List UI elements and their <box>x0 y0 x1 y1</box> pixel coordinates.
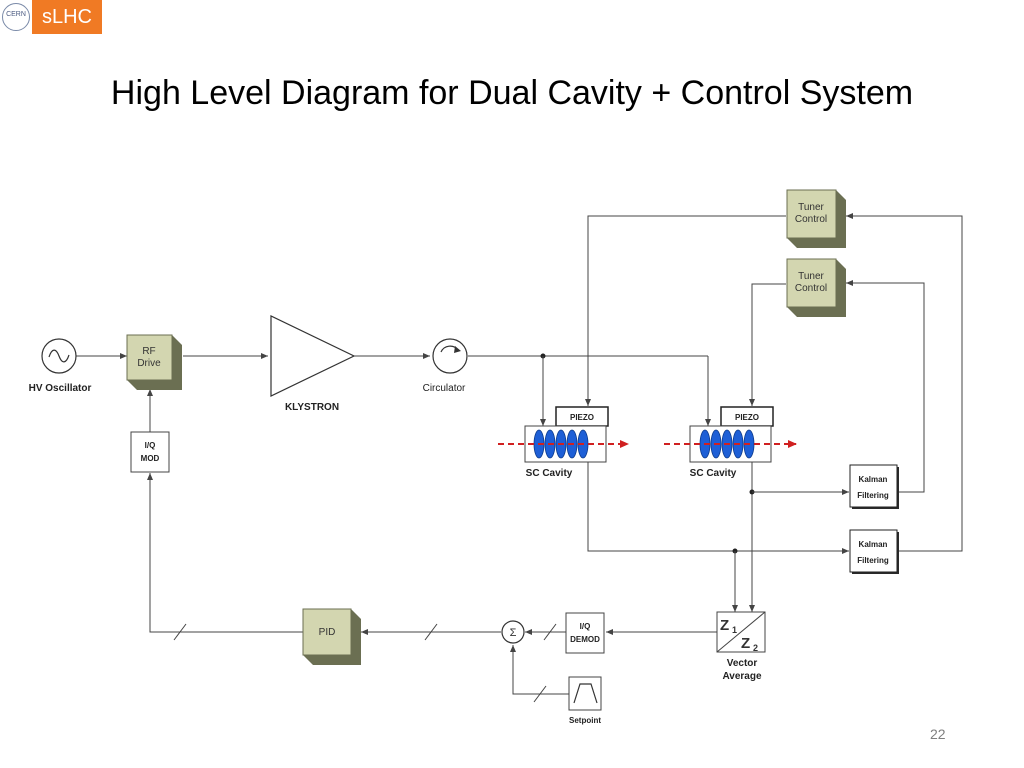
cern-logo-icon <box>2 3 30 31</box>
sine-wave-icon <box>48 349 70 363</box>
summing-junction: Σ <box>501 620 525 644</box>
circulator-label: Circulator <box>423 383 466 394</box>
tuner-control-2-label-1: Tuner <box>798 271 824 282</box>
z2-subscript: 2 <box>753 643 758 653</box>
klystron-label: KLYSTRON <box>285 402 339 413</box>
circulator: Circulator <box>423 338 468 394</box>
vector-average-label-2: Average <box>722 671 762 682</box>
hv-oscillator-label: HV Oscillator <box>29 383 92 394</box>
kalman-1-label-1: Kalman <box>859 475 888 484</box>
iq-mod-block: I/Q MOD <box>130 431 170 473</box>
cern-logo-text: CERN <box>6 11 26 18</box>
kalman-2-label-2: Filtering <box>857 556 889 565</box>
tuner-control-1-label-2: Control <box>795 214 827 225</box>
iq-mod-label-2: MOD <box>141 454 160 463</box>
setpoint-block: Setpoint <box>568 676 602 725</box>
vector-average-label-1: Vector <box>727 658 758 669</box>
slhc-logo: sLHC <box>32 0 102 34</box>
tuner-control-1-block: Tuner Control <box>786 189 846 248</box>
tuner-control-2-label-2: Control <box>795 283 827 294</box>
sc-cavity-1: PIEZO SC Cavity <box>498 406 629 479</box>
hv-oscillator: HV Oscillator <box>29 338 92 394</box>
z1-subscript: 1 <box>732 625 737 635</box>
sc-cavity-2: PIEZO SC Cavity <box>664 406 797 479</box>
klystron: KLYSTRON <box>270 315 356 413</box>
sum-symbol: Σ <box>510 627 517 639</box>
page-number: 22 <box>930 726 946 742</box>
iq-demod-label-2: DEMOD <box>570 635 600 644</box>
piezo-1-label: PIEZO <box>570 413 594 422</box>
pid-block: PID <box>302 608 361 665</box>
z1-label: Z <box>720 617 729 634</box>
setpoint-profile-icon <box>573 683 598 704</box>
kalman-2-label-1: Kalman <box>859 540 888 549</box>
setpoint-label: Setpoint <box>569 716 601 725</box>
rf-drive-label-1: RF <box>142 346 155 357</box>
iq-mod-label-1: I/Q <box>145 441 156 450</box>
vector-average-block: Z 1 Z 2 Vector Average <box>716 611 766 682</box>
pid-label: PID <box>319 627 336 638</box>
kalman-filtering-2-block: Kalman Filtering <box>849 529 899 574</box>
logo: CERN sLHC <box>0 0 102 34</box>
iq-demod-label-1: I/Q <box>580 622 591 631</box>
rf-drive-label-2: Drive <box>137 358 161 369</box>
tuner-control-2-block: Tuner Control <box>786 258 846 317</box>
sc-cavity-2-label: SC Cavity <box>690 468 737 479</box>
amplifier-triangle-icon <box>270 315 356 397</box>
piezo-2-label: PIEZO <box>735 413 759 422</box>
slide-title: High Level Diagram for Dual Cavity + Con… <box>110 74 914 112</box>
rf-drive-block: RF Drive <box>126 334 182 390</box>
iq-demod-block: I/Q DEMOD <box>565 612 605 654</box>
signal-wires <box>76 213 963 703</box>
kalman-filtering-1-block: Kalman Filtering <box>849 464 899 509</box>
sc-cavity-1-label: SC Cavity <box>526 468 573 479</box>
tuner-control-1-label-1: Tuner <box>798 202 824 213</box>
kalman-1-label-2: Filtering <box>857 491 889 500</box>
z2-label: Z <box>741 635 750 652</box>
